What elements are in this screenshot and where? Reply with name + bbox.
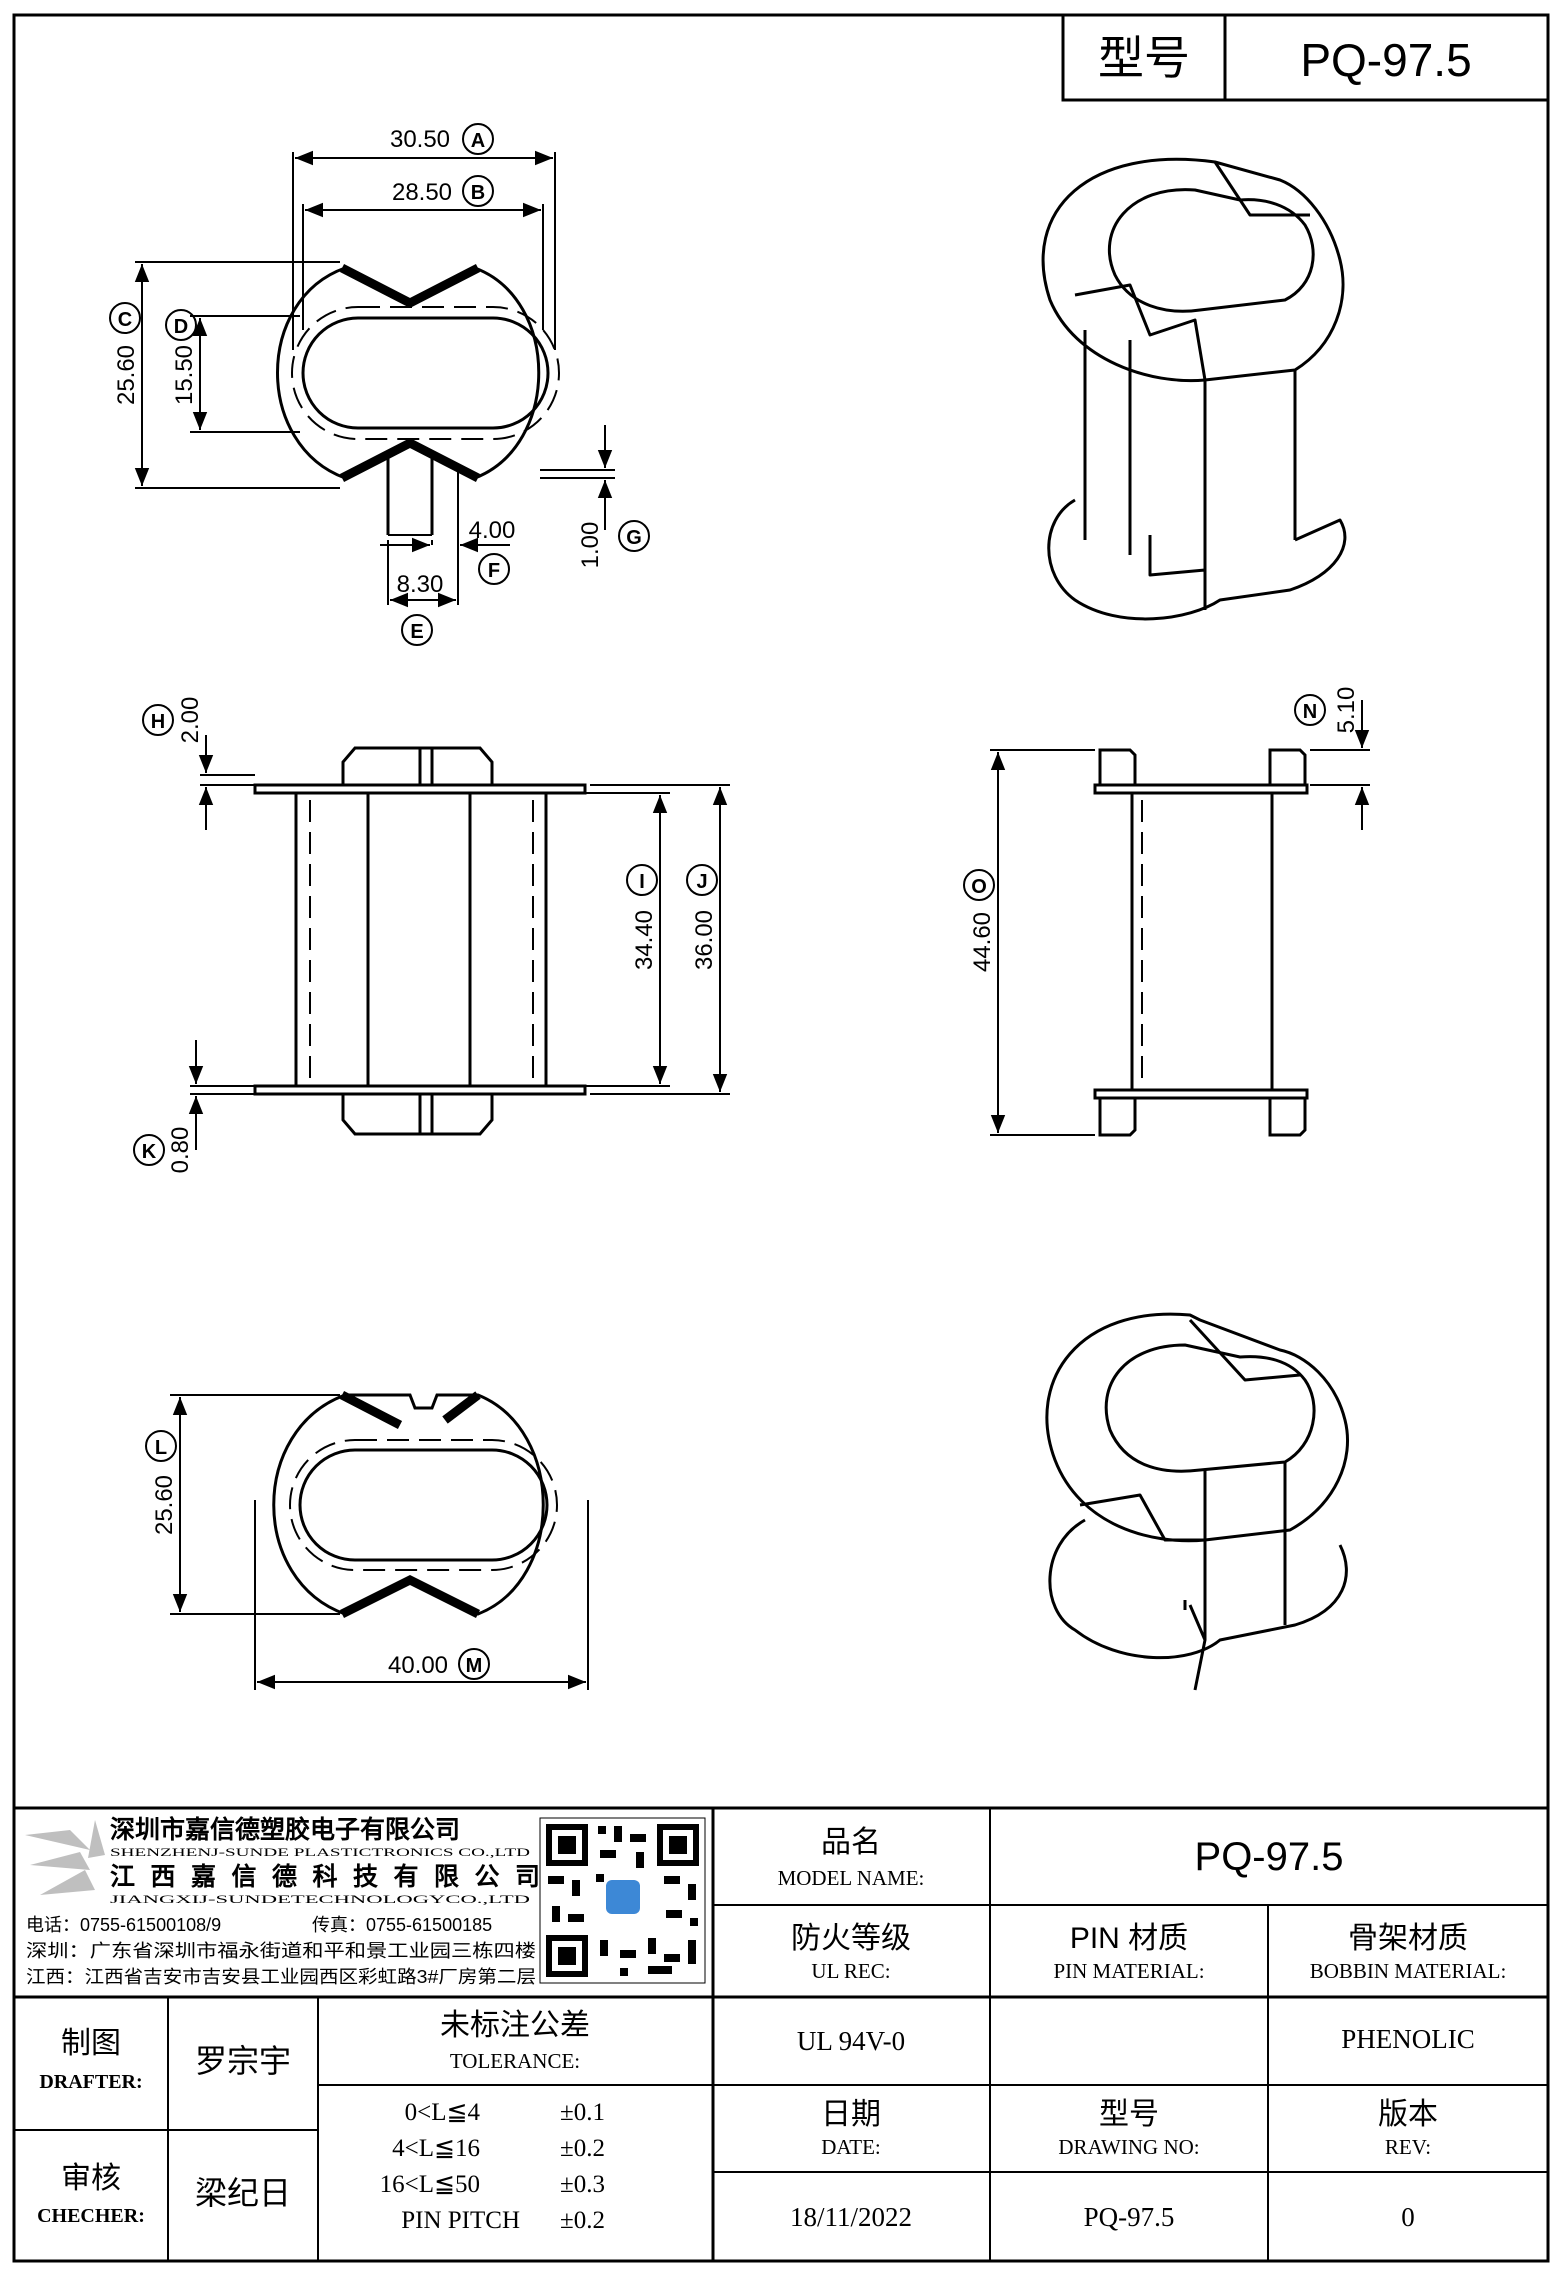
top-view	[276, 263, 560, 536]
dim-g-value: 1.00	[577, 522, 604, 569]
drafter-value: 罗宗宇	[195, 2043, 291, 2079]
dim-k-value: 0.80	[167, 1127, 194, 1174]
drawing-no-label-en: DRAWING NO:	[1058, 2135, 1199, 2159]
dim-j-tag: J	[696, 871, 707, 893]
dim-f-tag: F	[488, 560, 500, 582]
date-label-cn: 日期	[821, 2098, 881, 2131]
company-fax: 传真：0755-61500185	[312, 1915, 492, 1935]
date-value: 18/11/2022	[790, 2202, 912, 2232]
side-view-labels: 2.00 H 34.40 I 36.00 J 0.80 K	[133, 697, 718, 1174]
tolerance-range-1: 0<L≦4	[405, 2099, 481, 2126]
dim-n-value: 5.10	[1333, 687, 1360, 734]
dim-b-value: 28.50	[392, 179, 452, 206]
title-block	[14, 1806, 1548, 2261]
tolerance-value-2: ±0.2	[560, 2135, 605, 2162]
company-logo	[25, 1820, 105, 1895]
dim-b-tag: B	[471, 182, 485, 204]
header-model-box: 型号 PQ-97.5	[1061, 13, 1550, 102]
isometric-view-bottom	[1045, 1312, 1350, 1691]
bottom-view-dims	[170, 1394, 589, 1690]
dim-h-tag: H	[151, 711, 165, 733]
dim-k-tag: K	[142, 1141, 157, 1163]
front-view	[1093, 748, 1309, 1137]
tolerance-range-2: 4<L≦16	[392, 2135, 480, 2162]
dim-l-value: 25.60	[151, 1475, 178, 1535]
top-view-labels: 30.50 A 28.50 B 25.60 C 15.50 D 8.30 E 4…	[109, 123, 650, 646]
bobbin-material-label-en: BOBBIN MATERIAL:	[1310, 1959, 1507, 1983]
ul-rec-value: UL 94V-0	[797, 2026, 905, 2056]
tolerance-value-3: ±0.3	[560, 2171, 605, 2198]
dim-n-tag: N	[1303, 701, 1317, 723]
tolerance-value-1: ±0.1	[560, 2099, 605, 2126]
rev-label-cn: 版本	[1378, 2098, 1438, 2131]
dim-a-tag: A	[471, 130, 485, 152]
company-name-sz: 深圳市嘉信德塑胶电子有限公司	[110, 1815, 460, 1844]
dim-f-value: 4.00	[469, 517, 516, 544]
company-address-sz: 深圳：广东省深圳市福永街道和平和景工业园三栋四楼	[26, 1941, 536, 1961]
dim-j-value: 36.00	[691, 910, 718, 970]
dim-a-value: 30.50	[390, 126, 450, 153]
dim-c-tag: C	[118, 309, 132, 331]
header-model-value: PQ-97.5	[1300, 34, 1471, 86]
ul-rec-label-cn: 防火等级	[791, 1922, 911, 1955]
drafter-label-cn: 制图	[61, 2027, 121, 2060]
drafter-label-en: DRAFTER:	[39, 2071, 142, 2093]
company-name-jx: 江西嘉信德科技有限公司	[110, 1862, 540, 1891]
dim-i-tag: I	[639, 871, 645, 893]
bottom-view	[272, 1391, 558, 1619]
tolerance-label-cn: 未标注公差	[440, 2009, 590, 2042]
company-name-sz-en: SHENZHENJ-SUNDE PLASTICTRONICS CO.,LTD	[110, 1845, 531, 1859]
dim-m-value: 40.00	[388, 1652, 448, 1679]
checker-label-cn: 审核	[61, 2162, 121, 2195]
dim-d-value: 15.50	[171, 345, 198, 405]
sheet-border	[12, 13, 1550, 2263]
front-view-labels: 44.60 O 5.10 N	[963, 687, 1360, 972]
checker-value: 梁纪日	[195, 2175, 291, 2211]
dim-e-tag: E	[410, 621, 423, 643]
front-view-dims	[990, 700, 1370, 1136]
tolerance-table: 0<L≦4 ±0.1 4<L≦16 ±0.2 16<L≦50 ±0.3 PIN …	[380, 2099, 605, 2234]
company-address-jx: 江西：江西省吉安市吉安县工业园西区彩虹路3#厂房第二层	[26, 1967, 536, 1987]
tolerance-range-3: 16<L≦50	[380, 2171, 480, 2198]
drawing-no-value: PQ-97.5	[1084, 2202, 1175, 2232]
dim-m-tag: M	[466, 1655, 483, 1677]
bobbin-material-label-cn: 骨架材质	[1348, 1922, 1468, 1955]
checker-label-en: CHECHER:	[37, 2205, 145, 2227]
tolerance-label-en: TOLERANCE:	[450, 2049, 580, 2073]
isometric-view-top	[1041, 157, 1347, 621]
company-phone: 电话：0755-61500108/9	[26, 1915, 221, 1935]
dim-i-value: 34.40	[631, 910, 658, 970]
dim-e-value: 8.30	[397, 571, 444, 598]
ul-rec-label-en: UL REC:	[811, 1959, 890, 1983]
model-name-label-cn: 品名	[821, 1826, 881, 1859]
bottom-view-labels: 25.60 L 40.00 M	[145, 1430, 490, 1680]
bobbin-material-value: PHENOLIC	[1341, 2024, 1475, 2054]
company-name-jx-en: JIANGXIJ-SUNDETECHNOLOGYCO.,LTD	[110, 1892, 531, 1906]
dim-o-tag: O	[971, 876, 987, 898]
company-info: 深圳市嘉信德塑胶电子有限公司 SHENZHENJ-SUNDE PLASTICTR…	[26, 1815, 540, 1987]
dim-d-tag: D	[174, 316, 188, 338]
rev-value: 0	[1401, 2202, 1415, 2232]
title-block-text: 品名 MODEL NAME: PQ-97.5 防火等级 UL REC: PIN …	[37, 1826, 1506, 2232]
side-view	[253, 746, 587, 1136]
pin-material-label-cn: PIN 材质	[1070, 1922, 1188, 1955]
dim-g-tag: G	[626, 527, 642, 549]
tolerance-value-4: ±0.2	[560, 2207, 605, 2234]
dim-l-tag: L	[155, 1437, 167, 1459]
date-label-en: DATE:	[821, 2135, 881, 2159]
qr-code	[539, 1817, 706, 1984]
drawing-no-label-cn: 型号	[1099, 2098, 1159, 2131]
top-view-dims	[134, 150, 615, 608]
model-name-value: PQ-97.5	[1195, 1835, 1344, 1879]
rev-label-en: REV:	[1385, 2135, 1431, 2159]
side-view-dims	[188, 735, 730, 1150]
header-model-label: 型号	[1098, 32, 1190, 84]
model-name-label-en: MODEL NAME:	[778, 1866, 925, 1890]
pin-material-label-en: PIN MATERIAL:	[1053, 1959, 1204, 1983]
dim-c-value: 25.60	[113, 345, 140, 405]
dim-h-value: 2.00	[177, 697, 204, 744]
tolerance-range-4: PIN PITCH	[401, 2207, 520, 2234]
dim-o-value: 44.60	[969, 912, 996, 972]
